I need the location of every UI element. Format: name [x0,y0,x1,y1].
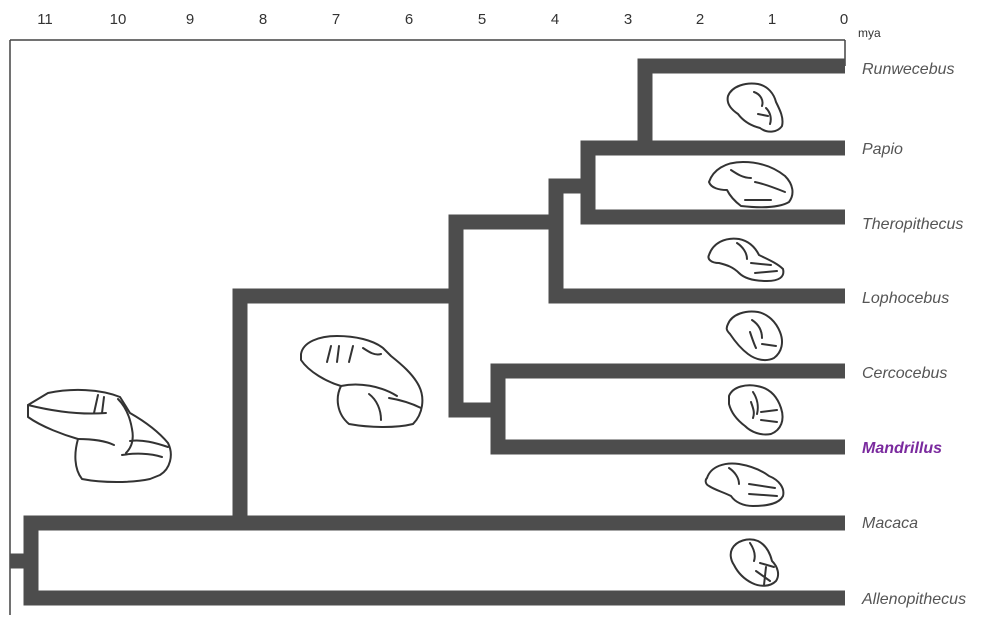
tick-label: 1 [768,11,776,28]
tick-label: 4 [551,11,559,28]
tick-label: 9 [186,11,194,28]
skull-icon [706,464,784,506]
time-axis: 11 10 9 8 7 6 5 4 3 2 1 0 mya [37,11,881,40]
skull-icon [28,390,171,482]
skull-icon [731,539,778,585]
taxon-label-theropithecus: Theropithecus [862,216,963,233]
branch-lophocebus-node [556,186,845,296]
skull-icon [727,312,782,361]
branch-root-node [31,523,845,598]
taxon-label-runwecebus: Runwecebus [862,61,955,78]
skull-icon [728,84,783,132]
tick-label: 7 [332,11,340,28]
taxon-label-allenopithecus: Allenopithecus [861,591,966,608]
taxon-label-lophocebus: Lophocebus [862,290,949,307]
branch-upper-clade [456,222,556,296]
tick-label: 5 [478,11,486,28]
tick-label: 11 [37,11,53,28]
taxon-label-macaca: Macaca [862,515,918,532]
tick-label: 8 [259,11,267,28]
skull-icon [301,336,422,427]
skull-icon [729,385,783,434]
tick-label: 3 [624,11,632,28]
branches [10,66,845,598]
taxon-label-cercocebus: Cercocebus [862,365,947,382]
tick-label: 10 [110,11,127,28]
axis-unit-label: mya [858,26,881,40]
taxon-label-mandrillus: Mandrillus [862,440,942,457]
tick-label: 6 [405,11,413,28]
tick-label: 2 [696,11,704,28]
skull-icon [708,239,783,281]
taxon-label-papio: Papio [862,141,903,158]
taxon-labels: Runwecebus Papio Theropithecus Lophocebu… [861,61,966,608]
skull-icon [709,162,792,207]
branch-cercocebus-mandrillus-node [498,371,845,447]
tick-label: 0 [840,11,848,28]
